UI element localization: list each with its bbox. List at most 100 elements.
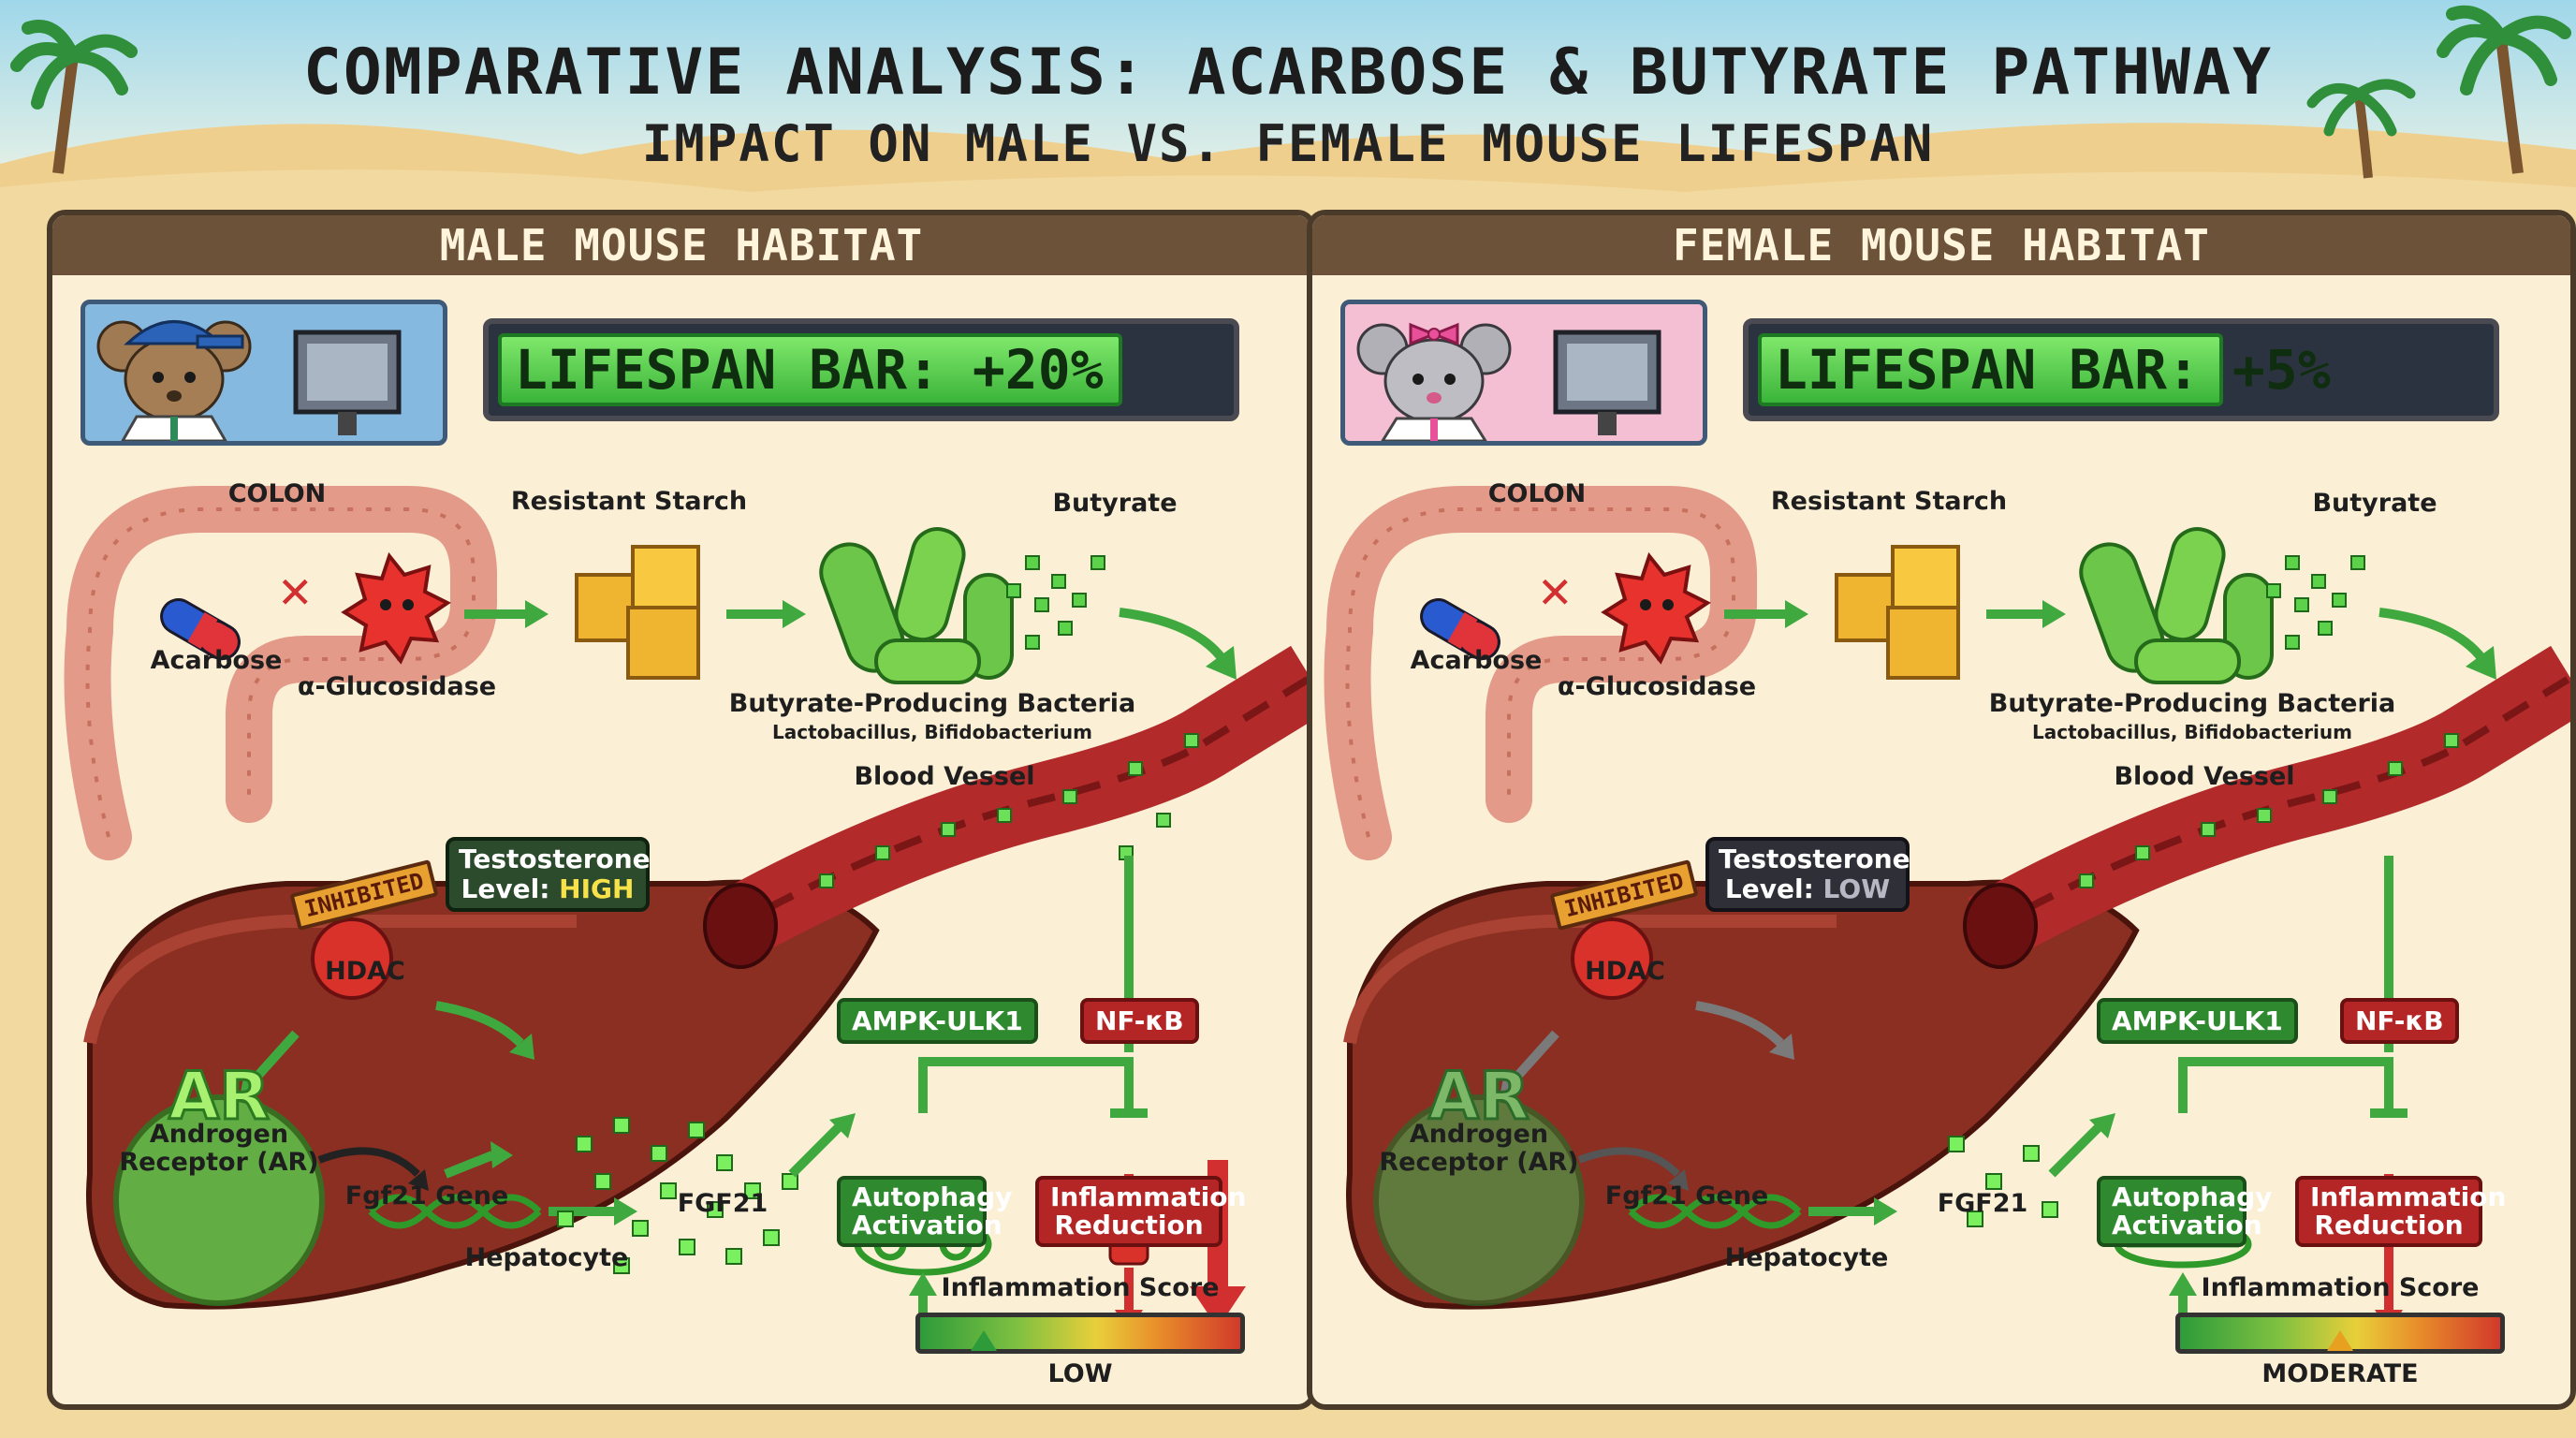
blood-vessel-label: Blood Vessel bbox=[854, 762, 1035, 791]
inflammation-score-value: MODERATE bbox=[2261, 1359, 2419, 1388]
autophagy-line1: Autophagy bbox=[852, 1181, 1013, 1212]
inflammation-line1: Inflammation bbox=[2310, 1181, 2507, 1212]
acarbose-pill-icon bbox=[1420, 598, 1500, 661]
ar-label-line2: Receptor (AR) bbox=[119, 1148, 319, 1177]
testosterone-level-box: Testosterone Level: LOW bbox=[1705, 837, 1910, 912]
testosterone-label: Testosterone bbox=[459, 844, 651, 874]
bacteria-label: Butyrate-Producing Bacteria bbox=[1988, 689, 2396, 718]
ar-label-line2: Receptor (AR) bbox=[1379, 1148, 1579, 1177]
fgf21-gene-icon bbox=[368, 1194, 542, 1229]
ar-symbol: AR bbox=[1427, 1057, 1530, 1137]
testosterone-level-line: Level: LOW bbox=[1719, 874, 1896, 904]
colon-label: COLON bbox=[1487, 479, 1587, 508]
testosterone-level-value: HIGH bbox=[559, 873, 635, 904]
female-mouse-portrait bbox=[1340, 300, 1707, 446]
male-lifespan-fill bbox=[498, 333, 1122, 406]
resistant-starch-label: Resistant Starch bbox=[1770, 487, 2008, 516]
butyrate-molecules-icon bbox=[1006, 555, 1105, 650]
alpha-glucosidase-label: α-Glucosidase bbox=[1557, 672, 1757, 701]
androgen-receptor-icon bbox=[113, 1094, 325, 1306]
testosterone-level-prefix: Level: bbox=[1724, 873, 1823, 904]
female-mouse-icon bbox=[1356, 322, 1512, 441]
resistant-starch-label: Resistant Starch bbox=[510, 487, 748, 516]
alpha-glucosidase-enzyme-icon bbox=[341, 551, 451, 665]
inflammation-line2: Reduction bbox=[1054, 1210, 1204, 1240]
computer-monitor-icon bbox=[293, 330, 402, 435]
male-habitat-title: MALE MOUSE HABITAT bbox=[52, 215, 1310, 275]
acarbose-label: Acarbose bbox=[150, 646, 283, 675]
testosterone-level-prefix: Level: bbox=[461, 873, 560, 904]
testosterone-level-line: Level: HIGH bbox=[459, 874, 637, 904]
ampk-ulk1-badge: AMPK-ULK1 bbox=[2097, 998, 2298, 1044]
female-habitat-title: FEMALE MOUSE HABITAT bbox=[1312, 215, 2570, 275]
palm-tree-right-icon bbox=[2306, 5, 2571, 179]
bacteria-label: Butyrate-Producing Bacteria bbox=[728, 689, 1136, 718]
androgen-receptor-icon bbox=[1373, 1094, 1585, 1306]
nfkb-badge: NF-κB bbox=[1080, 998, 1199, 1044]
hdac-enzyme-icon bbox=[311, 917, 393, 1000]
inflammation-score-value: LOW bbox=[1047, 1359, 1113, 1388]
blood-vessel-label: Blood Vessel bbox=[2114, 762, 2295, 791]
block-x-icon: ✕ bbox=[277, 567, 314, 618]
colon-label: COLON bbox=[227, 479, 327, 508]
fgf21-label: FGF21 bbox=[1937, 1189, 2028, 1218]
male-lifespan-label: LIFESPAN BAR: +20% bbox=[515, 338, 1104, 402]
autophagy-line2: Activation bbox=[2112, 1210, 2262, 1240]
acarbose-pill-icon bbox=[160, 598, 241, 661]
fgf21-gene-label: Fgf21 Gene bbox=[1604, 1181, 1769, 1211]
female-lifespan-label: LIFESPAN BAR: +5% bbox=[1775, 338, 2331, 402]
bacteria-species-label: Lactobacillus, Bifidobacterium bbox=[2032, 721, 2352, 743]
page-subtitle: IMPACT ON MALE VS. FEMALE MOUSE LIFESPAN bbox=[641, 114, 1935, 173]
hdac-label: HDAC bbox=[325, 957, 405, 986]
inflammation-reduction-badge: Inflammation Reduction bbox=[2295, 1176, 2507, 1247]
male-mouse-icon bbox=[96, 320, 252, 441]
male-mouse-portrait bbox=[80, 300, 447, 446]
butyrate-label: Butyrate bbox=[1052, 489, 1178, 518]
inflammation-score-marker bbox=[971, 1330, 997, 1351]
fgf21-molecules-icon bbox=[1948, 1136, 2058, 1227]
page-title: COMPARATIVE ANALYSIS: ACARBOSE & BUTYRAT… bbox=[302, 36, 2274, 110]
computer-monitor-icon bbox=[1553, 330, 1661, 435]
fgf21-gene-icon bbox=[1628, 1194, 1802, 1229]
autophagy-line2: Activation bbox=[852, 1210, 1003, 1240]
ar-label-line1: Androgen bbox=[1409, 1120, 1549, 1149]
male-habitat-panel: MALE MOUSE HABITAT LIFESPAN bbox=[47, 210, 1316, 1410]
nfkb-badge: NF-κB bbox=[2340, 998, 2459, 1044]
acarbose-label: Acarbose bbox=[1410, 646, 1543, 675]
bacteria-icon bbox=[2079, 527, 2274, 684]
inflammation-score-bar bbox=[915, 1313, 1245, 1354]
bacteria-icon bbox=[819, 527, 1014, 684]
autophagy-line1: Autophagy bbox=[2112, 1181, 2273, 1212]
alpha-glucosidase-label: α-Glucosidase bbox=[297, 672, 497, 701]
inflammation-score-title: Inflammation Score bbox=[941, 1273, 1220, 1302]
inflammation-score-bar bbox=[2175, 1313, 2505, 1354]
ar-label-line1: Androgen bbox=[149, 1120, 289, 1149]
bacteria-species-label: Lactobacillus, Bifidobacterium bbox=[772, 721, 1092, 743]
female-lifespan-fill bbox=[1758, 333, 2223, 406]
male-lifespan-bar: LIFESPAN BAR: +20% bbox=[483, 318, 1239, 421]
resistant-starch-icon bbox=[1835, 545, 1960, 680]
alpha-glucosidase-enzyme-icon bbox=[1601, 551, 1711, 665]
female-lifespan-bar: LIFESPAN BAR: +5% bbox=[1743, 318, 2499, 421]
inflammation-score-marker bbox=[2327, 1330, 2353, 1351]
butyrate-label: Butyrate bbox=[2312, 489, 2437, 518]
testosterone-level-value: LOW bbox=[1822, 873, 1891, 904]
female-habitat-panel: FEMALE MOUSE HABITAT LIFESP bbox=[1307, 210, 2576, 1410]
hepatocyte-label: Hepatocyte bbox=[1724, 1243, 1889, 1272]
testosterone-label: Testosterone bbox=[1719, 844, 1910, 874]
fgf21-gene-label: Fgf21 Gene bbox=[344, 1181, 509, 1211]
hdac-label: HDAC bbox=[1585, 957, 1665, 986]
ar-symbol: AR bbox=[167, 1057, 271, 1137]
testosterone-level-box: Testosterone Level: HIGH bbox=[446, 837, 651, 912]
fgf21-label: FGF21 bbox=[677, 1189, 768, 1218]
block-x-icon: ✕ bbox=[1537, 567, 1573, 618]
inflammation-line1: Inflammation bbox=[1050, 1181, 1247, 1212]
inflammation-reduction-badge: Inflammation Reduction bbox=[1035, 1176, 1247, 1247]
autophagy-activation-badge: Autophagy Activation bbox=[2097, 1176, 2273, 1247]
hdac-enzyme-icon bbox=[1571, 917, 1653, 1000]
fgf21-molecules-icon bbox=[557, 1117, 798, 1274]
resistant-starch-icon bbox=[575, 545, 700, 680]
butyrate-molecules-icon bbox=[2266, 555, 2365, 650]
ampk-ulk1-badge: AMPK-ULK1 bbox=[837, 998, 1038, 1044]
hepatocyte-label: Hepatocyte bbox=[464, 1243, 629, 1272]
